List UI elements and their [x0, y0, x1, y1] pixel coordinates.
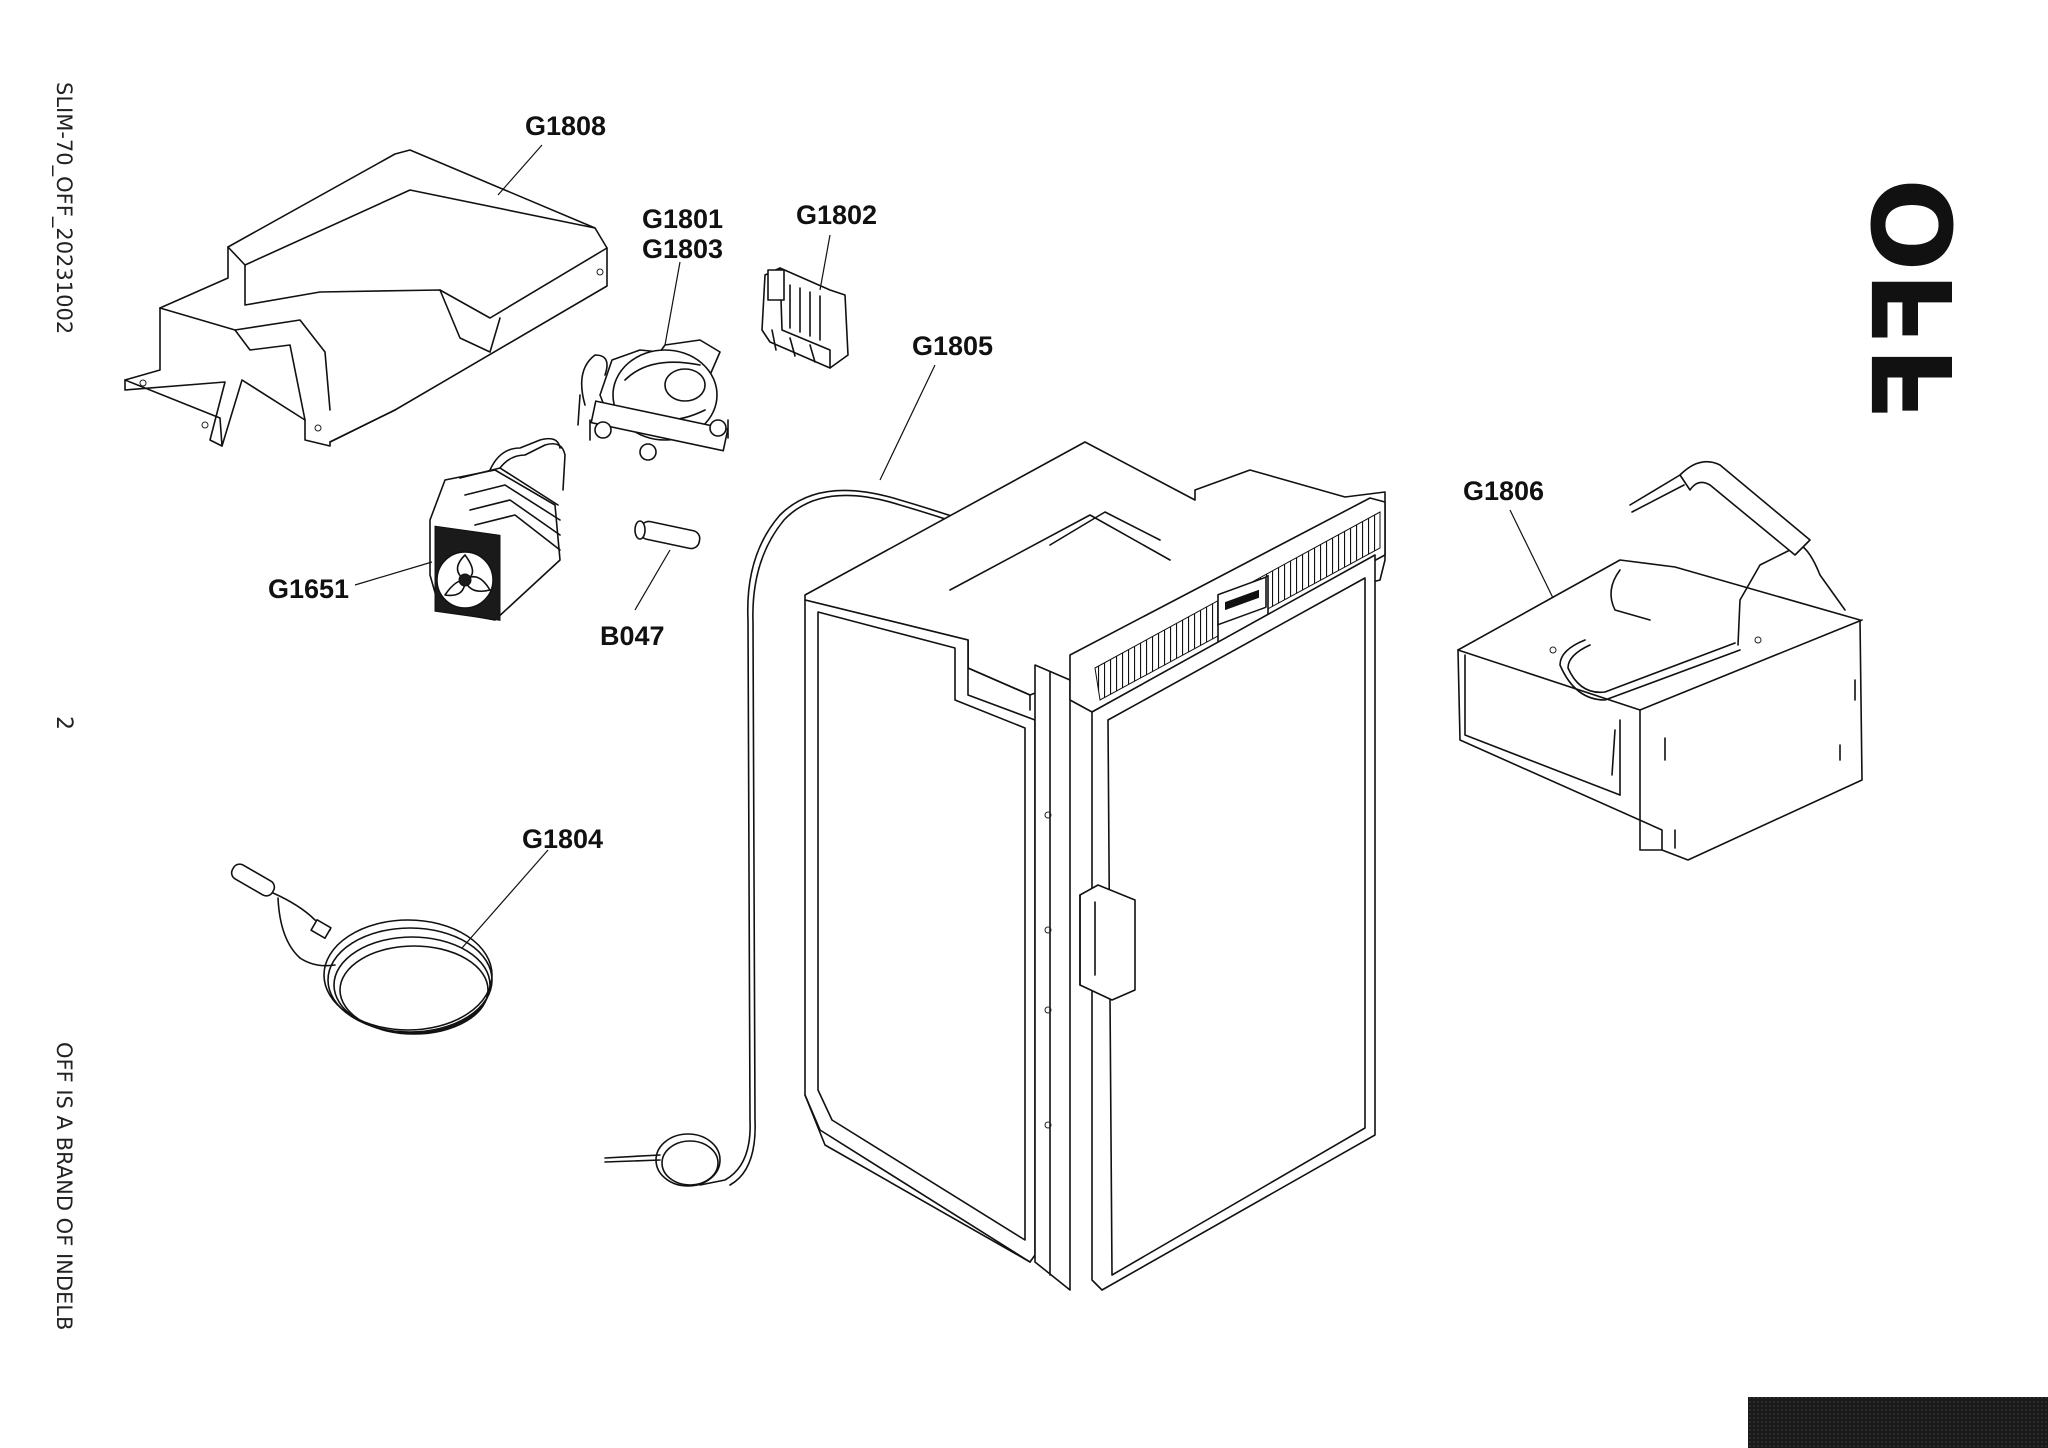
callout-g1806: G1806	[1463, 476, 1544, 506]
callout-b047: B047	[600, 621, 665, 651]
callout-g1805: G1805	[912, 331, 993, 361]
part-g1651-condenser	[354, 437, 566, 621]
brand-logo: OFF	[1850, 178, 1978, 422]
part-g1802-module	[761, 234, 849, 369]
page-number: 2	[51, 716, 76, 730]
part-g1806-evaporator	[1457, 460, 1863, 861]
part-g1801-compressor	[577, 261, 729, 461]
brand-note: OFF IS A BRAND OF INDELB	[52, 1042, 76, 1330]
callout-g1802: G1802	[796, 200, 877, 230]
callout-g1803: G1803	[642, 234, 723, 264]
callout-g1804: G1804	[522, 824, 603, 854]
fridge-body	[804, 441, 1386, 1291]
side-document-code: SLIM-70_OFF_20231002	[51, 82, 76, 334]
part-g1808-cover	[124, 144, 608, 447]
footer-band	[1748, 1397, 2048, 1448]
part-g1804-cable-sensor	[230, 849, 549, 1035]
callout-g1808: G1808	[525, 111, 606, 141]
callout-g1801: G1801	[642, 204, 723, 234]
brand-logo-text: OFF	[1850, 178, 1978, 422]
callout-g1651: G1651	[268, 574, 349, 604]
part-b047-sensor	[634, 520, 701, 611]
